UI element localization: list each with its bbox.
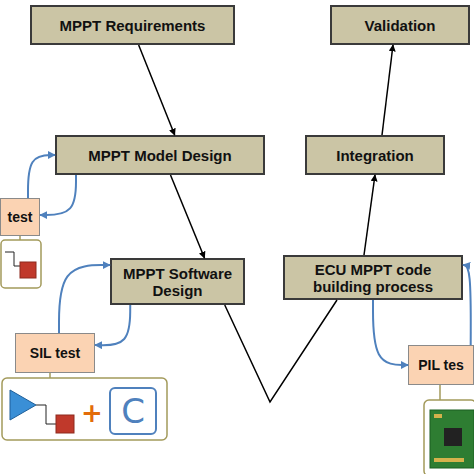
node-text: MPPT Software Design bbox=[118, 265, 237, 299]
test-arrow bbox=[40, 175, 76, 215]
sil-illustration-frame bbox=[2, 378, 167, 440]
test-arrow bbox=[28, 155, 55, 198]
node-text: Integration bbox=[336, 147, 414, 164]
leader-line bbox=[439, 385, 441, 400]
node-text: PIL tes bbox=[418, 357, 464, 373]
test-arrow bbox=[373, 300, 408, 365]
code-symbol bbox=[110, 388, 156, 434]
node-text: ECU MPPT code building process bbox=[291, 261, 455, 295]
process-box: MPPT Model Design bbox=[55, 135, 265, 175]
node-text: MPPT Model Design bbox=[88, 147, 231, 164]
signal-wire bbox=[5, 252, 22, 266]
mil-illustration-frame bbox=[1, 240, 41, 288]
flow-arrow bbox=[382, 45, 393, 135]
circuit-board bbox=[430, 410, 474, 468]
flow-arrow bbox=[171, 175, 205, 258]
test-arrow bbox=[59, 265, 110, 333]
pil-illustration-frame bbox=[424, 400, 474, 474]
pin-header bbox=[434, 458, 464, 462]
leader-line bbox=[49, 373, 51, 378]
process-box: MPPT Software Design bbox=[110, 258, 245, 305]
block-symbol bbox=[20, 262, 36, 278]
flow-arrow bbox=[139, 45, 175, 135]
test-box: SIL test bbox=[15, 333, 95, 373]
plus-sign: + bbox=[80, 398, 104, 428]
flow-arrow bbox=[364, 175, 375, 255]
code-letter: C bbox=[110, 390, 156, 432]
process-box: MPPT Requirements bbox=[30, 5, 235, 45]
process-box: ECU MPPT code building process bbox=[283, 255, 463, 300]
process-box: Integration bbox=[305, 135, 445, 175]
node-text: test bbox=[8, 209, 33, 225]
node-text: SIL test bbox=[30, 345, 80, 361]
block-symbol bbox=[56, 415, 74, 433]
gain-symbol bbox=[10, 390, 36, 420]
test-box: test bbox=[0, 198, 40, 236]
leader-line bbox=[19, 236, 21, 240]
process-box: Validation bbox=[330, 5, 470, 45]
pin-header bbox=[434, 414, 442, 418]
test-box: PIL tes bbox=[408, 345, 474, 385]
flow-arrow bbox=[225, 300, 337, 402]
test-arrow bbox=[95, 305, 130, 345]
node-text: Validation bbox=[365, 17, 436, 34]
test-arrow bbox=[463, 265, 471, 345]
node-text: MPPT Requirements bbox=[60, 17, 206, 34]
chip-symbol bbox=[444, 428, 462, 446]
signal-wire bbox=[36, 405, 56, 424]
